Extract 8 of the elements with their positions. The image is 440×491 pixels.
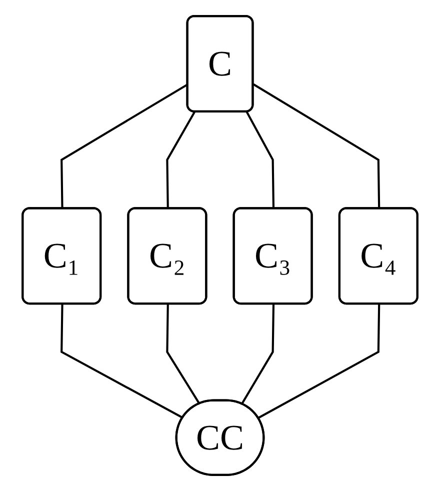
connector bbox=[166, 112, 196, 209]
connector bbox=[60, 83, 188, 209]
connector bbox=[60, 304, 184, 419]
connector bbox=[246, 112, 275, 209]
connector bbox=[252, 83, 380, 209]
connector bbox=[240, 304, 275, 405]
connector bbox=[166, 304, 200, 405]
connector bbox=[258, 304, 380, 419]
